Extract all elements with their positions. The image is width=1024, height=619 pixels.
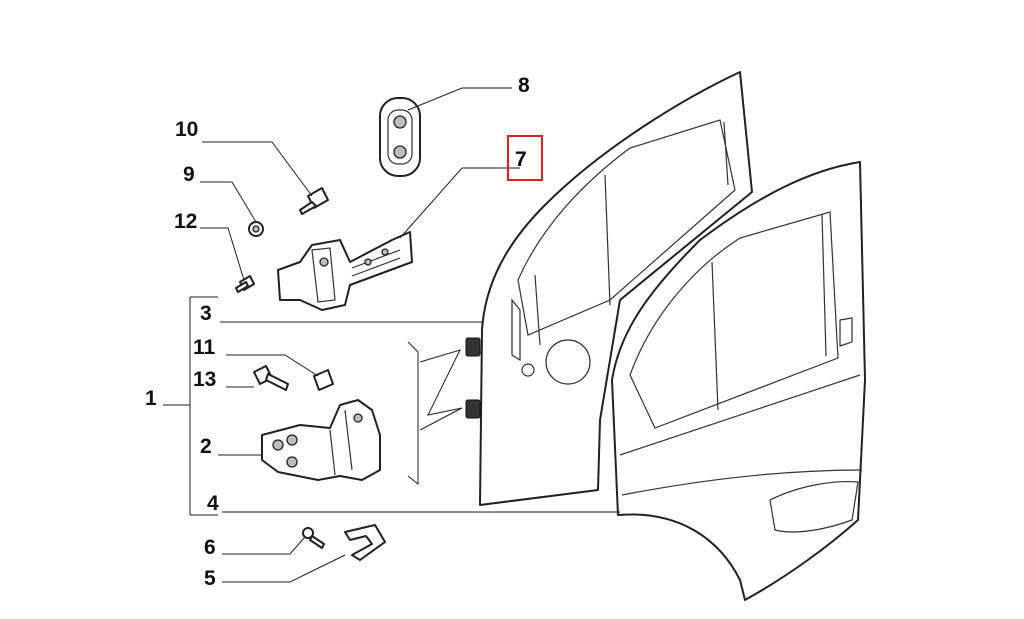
callout-4: 4 <box>207 492 219 515</box>
part-6-screw <box>302 527 325 549</box>
part-9-nut <box>248 221 264 237</box>
part-13-bolt <box>253 365 289 391</box>
callout-7: 7 <box>515 148 527 171</box>
callout-5: 5 <box>204 567 216 590</box>
part-7-door-check <box>277 231 413 311</box>
callout-3: 3 <box>200 302 212 325</box>
hinge-zigzag-line <box>419 349 463 431</box>
callout-12: 12 <box>174 210 197 233</box>
highlight-box-7 <box>507 135 543 181</box>
callout-10: 10 <box>175 118 198 141</box>
callout-9: 9 <box>183 163 195 186</box>
callout-13: 13 <box>193 368 216 391</box>
hinge-tab-upper <box>465 337 481 357</box>
callout-6: 6 <box>204 536 216 559</box>
part-2-hinge <box>261 399 381 481</box>
part-8-grommet <box>379 97 421 177</box>
hinge-bracket-line <box>407 341 419 486</box>
part-5-clip <box>344 524 386 561</box>
callout-11: 11 <box>193 336 216 359</box>
door-shell-rear <box>479 71 753 506</box>
callout-1: 1 <box>145 387 157 410</box>
callout-2: 2 <box>200 435 212 458</box>
hinge-tab-lower <box>465 399 481 419</box>
door-shell-front <box>611 161 866 601</box>
part-11-cap <box>313 369 334 391</box>
part-10-bolt <box>299 187 329 215</box>
part-12-bolt <box>235 275 255 293</box>
leader-lines <box>163 87 620 583</box>
callout-8: 8 <box>518 74 530 97</box>
